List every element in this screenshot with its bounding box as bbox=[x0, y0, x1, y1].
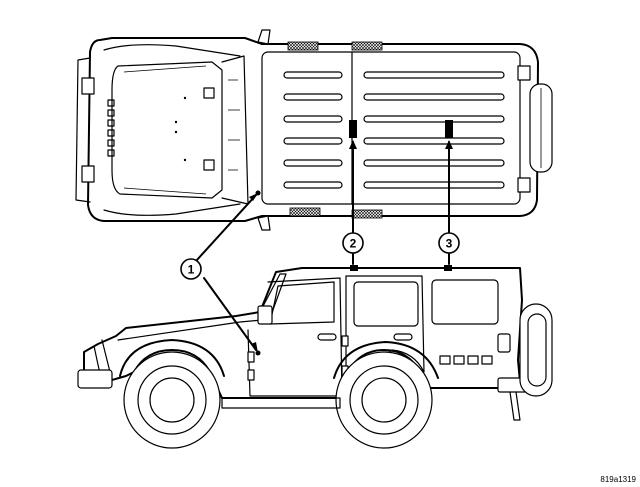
figure-id: 819a1319 bbox=[600, 475, 636, 484]
side-taillight bbox=[497, 333, 511, 353]
top-taillight-upper bbox=[517, 65, 531, 81]
top-fender-upper bbox=[103, 44, 241, 57]
top-roof-ribs bbox=[283, 71, 505, 189]
top-windshield-frame bbox=[221, 55, 249, 205]
side-rear-door bbox=[345, 275, 425, 393]
side-quarter-window bbox=[431, 279, 499, 325]
arrowhead-1-top bbox=[249, 193, 258, 201]
side-rear-wheel bbox=[335, 351, 433, 449]
callout-2-number: 2 bbox=[350, 237, 357, 251]
top-vent-1 bbox=[287, 41, 319, 51]
side-rear-window bbox=[353, 281, 419, 327]
top-mirror-lower bbox=[257, 215, 271, 231]
top-grille bbox=[107, 99, 115, 157]
top-vent-3 bbox=[289, 207, 321, 217]
side-marker-2 bbox=[350, 265, 358, 271]
top-hood bbox=[111, 61, 223, 199]
side-front-bumper bbox=[77, 369, 113, 389]
top-hardtop-roof bbox=[261, 51, 521, 205]
side-front-door-handle bbox=[317, 333, 337, 341]
side-grille bbox=[93, 339, 111, 375]
callout-1-number: 1 bbox=[188, 263, 195, 277]
top-vent-4 bbox=[351, 209, 383, 219]
top-marker-3 bbox=[445, 120, 453, 138]
top-cowl-lines bbox=[228, 79, 240, 171]
top-hood-latch-lower bbox=[203, 159, 215, 171]
side-rocker-step bbox=[221, 397, 341, 409]
top-front-bumper bbox=[75, 57, 91, 203]
top-hood-rivets bbox=[174, 96, 187, 162]
vehicle-side-view bbox=[77, 265, 553, 449]
side-windshield bbox=[259, 273, 287, 319]
side-mud-flap bbox=[509, 391, 521, 421]
callout-1: 1 bbox=[180, 258, 202, 280]
side-front-window bbox=[269, 281, 335, 325]
callout-2: 2 bbox=[342, 232, 364, 254]
callout-leaders bbox=[195, 140, 453, 353]
top-fender-lower bbox=[103, 203, 241, 216]
side-rear-vents bbox=[439, 355, 493, 365]
side-door-hinges bbox=[247, 335, 349, 381]
top-body-outline bbox=[87, 37, 539, 222]
side-spare-tire bbox=[519, 303, 553, 397]
arrowhead-3-top bbox=[445, 140, 453, 149]
top-hood-latch-upper bbox=[203, 87, 215, 99]
vehicle-top-view bbox=[75, 29, 553, 231]
arrowhead-1-side bbox=[251, 342, 258, 353]
arrowhead-2-top bbox=[349, 140, 357, 149]
side-front-wheel bbox=[123, 351, 221, 449]
leader-1-top bbox=[195, 194, 257, 262]
top-tow-hook-upper bbox=[81, 77, 95, 95]
top-tow-hook-lower bbox=[81, 165, 95, 183]
side-hood-line bbox=[117, 319, 263, 341]
callout-3: 3 bbox=[438, 232, 460, 254]
top-hood-crease bbox=[123, 65, 207, 195]
top-vent-2 bbox=[351, 41, 383, 51]
side-front-flare bbox=[119, 339, 225, 377]
top-mirror-upper bbox=[257, 29, 271, 45]
side-marker-3 bbox=[444, 265, 452, 271]
top-taillight-lower bbox=[517, 177, 531, 193]
side-rear-flare bbox=[333, 341, 439, 379]
side-mirror bbox=[257, 305, 273, 325]
leader-1-side bbox=[203, 277, 257, 351]
side-rear-door-handle bbox=[393, 333, 413, 341]
callout-3-number: 3 bbox=[446, 237, 453, 251]
top-marker-2 bbox=[349, 120, 357, 138]
